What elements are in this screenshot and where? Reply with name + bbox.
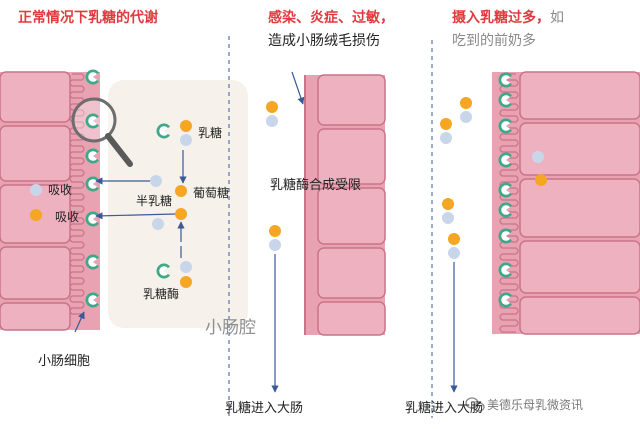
heading-excess-red: 摄入乳糖过多， bbox=[452, 10, 550, 26]
label-absorb-2: 吸收 bbox=[55, 210, 80, 224]
label-lactose: 乳糖 bbox=[198, 126, 223, 140]
label-to-colon-1: 乳糖进入大肠 bbox=[225, 401, 304, 416]
heading-damage-line2: 造成小肠绒毛损伤 bbox=[268, 33, 380, 49]
metabolism-molecules bbox=[30, 120, 192, 288]
right-molecules bbox=[440, 97, 547, 259]
label-cell: 小肠细胞 bbox=[38, 354, 91, 369]
metabolism-arrows bbox=[74, 150, 187, 333]
watermark: 美德乐母乳微资讯 bbox=[487, 398, 584, 412]
label-to-colon-2: 乳糖进入大肠 bbox=[405, 401, 484, 416]
heading-excess-line1: 摄入乳糖过多，如 bbox=[452, 7, 564, 27]
lumen-background bbox=[108, 80, 248, 328]
label-lactase-limited: 乳糖酶合成受限 bbox=[270, 178, 362, 193]
label-galactose: 半乳糖 bbox=[136, 194, 173, 208]
label-absorb-1: 吸收 bbox=[48, 183, 73, 197]
label-glucose: 葡萄糖 bbox=[193, 186, 230, 200]
heading-damage-line1: 感染、炎症、过敏， bbox=[268, 10, 394, 26]
middle-arrows bbox=[271, 71, 305, 393]
intestinal-tissue-right bbox=[492, 71, 640, 335]
middle-molecules bbox=[266, 101, 281, 251]
heading-normal: 正常情况下乳糖的代谢 bbox=[18, 10, 158, 26]
wechat-icon bbox=[465, 397, 485, 412]
label-lumen: 小肠腔 bbox=[205, 318, 256, 338]
label-lactase: 乳糖酶 bbox=[143, 287, 180, 301]
magnifier-icon bbox=[71, 97, 133, 167]
heading-excess-gray: 如 bbox=[550, 10, 564, 26]
heading-excess-line2: 吃到的前奶多 bbox=[452, 33, 536, 49]
intestinal-tissue-middle bbox=[304, 74, 386, 336]
